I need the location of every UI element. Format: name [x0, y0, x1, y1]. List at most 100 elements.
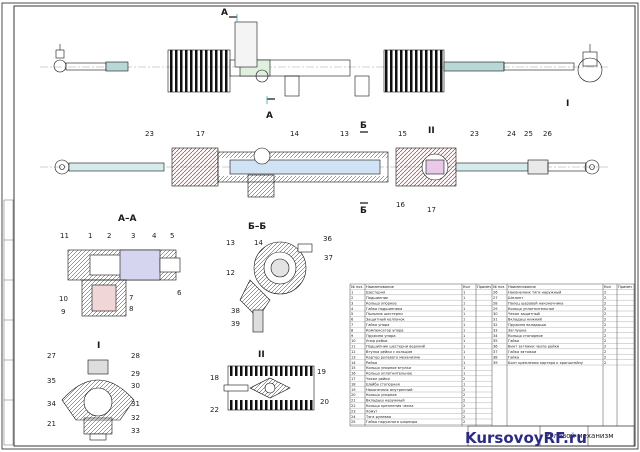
svg-text:33: 33	[131, 427, 140, 435]
table-cell: 2	[604, 312, 606, 316]
cut-mark-a-bottom: А	[266, 111, 273, 121]
table-cell: 1	[463, 382, 465, 386]
table-cell: 27	[493, 296, 498, 300]
table-cell: 2	[604, 296, 606, 300]
table-cell: Втулка рейки с кольцом	[366, 350, 413, 354]
table-cell: 5	[351, 312, 353, 316]
inner-frame	[13, 5, 636, 447]
table-header: Примеч	[477, 285, 491, 289]
table-cell: Гайка	[508, 355, 519, 359]
parts-table	[349, 283, 635, 427]
table-cell: 1	[463, 301, 465, 305]
svg-text:35: 35	[47, 377, 56, 385]
table-cell: 2	[604, 328, 606, 332]
table-cell: 21	[351, 399, 356, 403]
table-cell: Гайка наружного шарнира	[366, 420, 417, 424]
table-cell: 26	[493, 291, 498, 295]
table-cell: 38	[493, 355, 498, 359]
svg-text:18: 18	[210, 374, 219, 382]
svg-text:27: 27	[47, 352, 56, 360]
table-cell: 2	[604, 307, 606, 311]
cut-mark-b-bottom: Б	[360, 206, 367, 216]
table-cell: 36	[493, 345, 498, 349]
svg-text:13: 13	[340, 130, 349, 138]
svg-text:37: 37	[324, 254, 333, 262]
table-cell: Пружина упора	[366, 334, 396, 338]
table-cell: 1	[463, 334, 465, 338]
svg-text:17: 17	[196, 130, 205, 138]
detail-i-view	[61, 359, 135, 441]
table-cell: Кольцо упорное	[366, 301, 397, 305]
table-cell: Гайка подшипника	[366, 307, 402, 311]
table-cell: Кольцо упорное втулки	[366, 366, 412, 370]
table-cell: Упор рейки	[366, 339, 388, 343]
svg-text:7: 7	[129, 294, 133, 302]
svg-text:11: 11	[60, 232, 69, 240]
title-block	[467, 425, 635, 447]
table-cell: 28	[493, 301, 498, 305]
table-cell: Рейка	[366, 361, 377, 365]
table-cell: 29	[493, 307, 498, 311]
table-cell: 31	[493, 318, 498, 322]
section-a-a-view	[67, 249, 181, 317]
svg-text:14: 14	[290, 130, 299, 138]
table-cell: 2	[463, 377, 465, 381]
margin-stamps	[3, 199, 14, 446]
svg-text:23: 23	[145, 130, 154, 138]
table-cell: 14	[351, 361, 356, 365]
table-cell: 20	[351, 393, 356, 397]
table-cell: Подшипник	[366, 296, 389, 300]
cut-line-a	[229, 14, 275, 104]
svg-text:36: 36	[323, 235, 332, 243]
svg-text:15: 15	[398, 130, 407, 138]
table-cell: 7	[351, 323, 353, 327]
top-assembly-view	[40, 21, 610, 97]
table-cell: 1	[463, 323, 465, 327]
table-cell: 22	[351, 404, 356, 408]
table-cell: 2	[604, 323, 606, 327]
table-cell: 1	[463, 307, 465, 311]
table-cell: 1	[351, 291, 353, 295]
table-cell: Компенсатор упора	[366, 328, 403, 332]
detail-mark-i: I	[566, 99, 569, 109]
table-cell: Кольцо уплотнительное	[508, 307, 555, 311]
detail-title-ii: II	[258, 350, 265, 360]
table-cell: 3	[351, 301, 353, 305]
table-cell: 4	[351, 307, 354, 311]
table-cell: 24	[351, 415, 356, 419]
svg-text:22: 22	[210, 406, 219, 414]
table-cell: Подшипник шестерни верхний	[366, 345, 426, 349]
table-cell: 2	[463, 409, 465, 413]
table-cell: 1	[463, 345, 465, 349]
table-cell: 6	[351, 318, 354, 322]
table-cell: 2	[463, 415, 465, 419]
svg-text:26: 26	[543, 130, 552, 138]
table-cell: 1	[463, 312, 465, 316]
watermark: KursovoyRF.ru	[465, 429, 587, 447]
svg-text:2: 2	[107, 232, 111, 240]
table-cell: 12	[351, 350, 356, 354]
svg-text:8: 8	[129, 305, 133, 313]
table-cell: 23	[351, 409, 356, 413]
table-header: Кол	[604, 285, 611, 289]
table-cell: 37	[493, 350, 498, 354]
table-cell: 10	[351, 339, 356, 343]
table-cell: 16	[351, 372, 356, 376]
table-cell: Болт крепления картера к кронштейну	[508, 361, 584, 365]
table-cell: 2	[604, 350, 606, 354]
table-cell: 2	[604, 301, 606, 305]
table-cell: Шплинт	[508, 296, 523, 300]
table-cell: Вкладыш наружный	[366, 399, 405, 403]
section-b-b-view	[239, 241, 313, 333]
svg-text:25: 25	[524, 130, 533, 138]
svg-text:6: 6	[177, 289, 182, 297]
table-cell: 39	[493, 361, 498, 365]
table-cell: Кольцо крепления чехла	[366, 404, 413, 408]
table-cell: Защитный колпачок	[366, 318, 406, 322]
table-cell: 33	[493, 328, 498, 332]
svg-text:39: 39	[231, 320, 240, 328]
table-cell: Вкладыш нижний	[508, 318, 542, 322]
section-title-a: А–А	[118, 214, 136, 224]
cut-mark-a-top: А	[221, 8, 228, 18]
table-cell: 1	[463, 291, 465, 295]
